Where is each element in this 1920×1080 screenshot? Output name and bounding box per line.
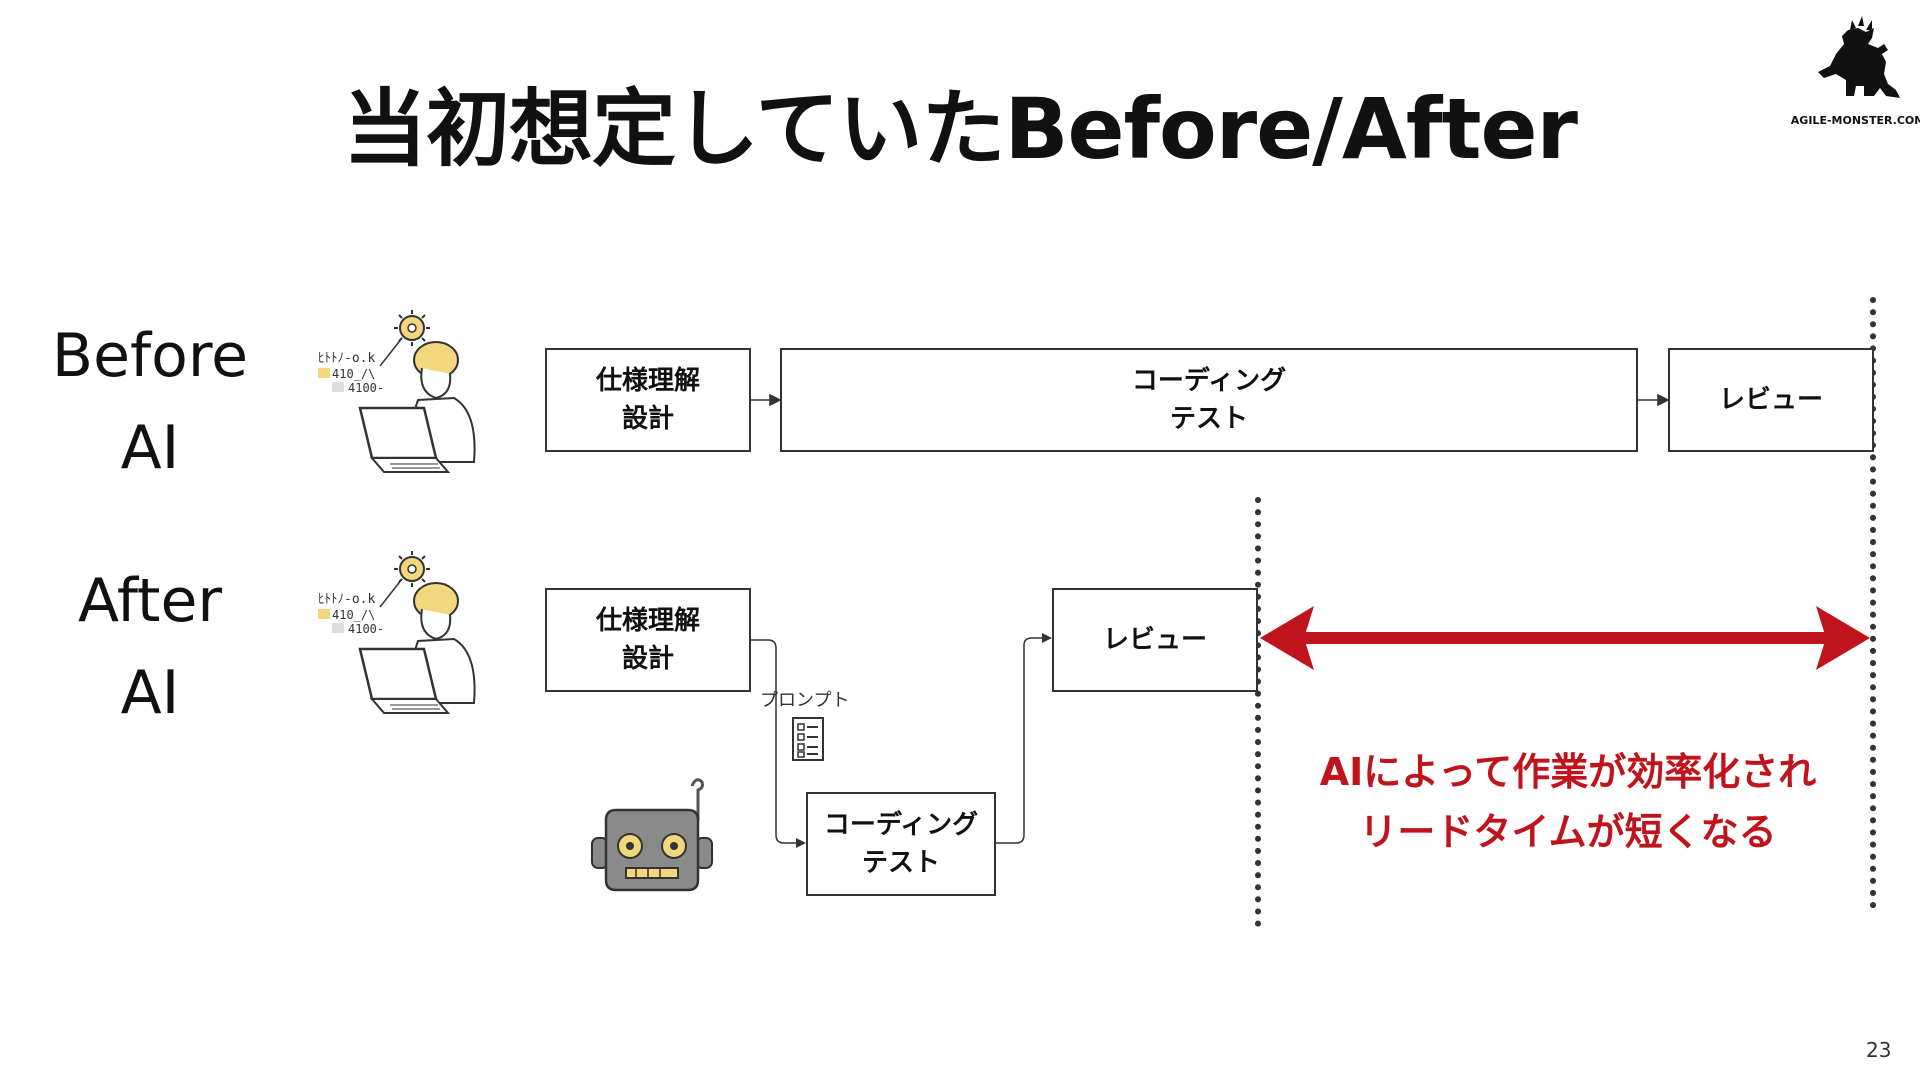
step-label-line2: テスト (1169, 404, 1248, 434)
before-connectors (750, 393, 1670, 407)
svg-text:ﾋﾄﾄﾉ-o.k: ﾋﾄﾄﾉ-o.k (318, 592, 375, 607)
robot-icon (591, 778, 713, 892)
prompt-label: プロンプト (760, 690, 850, 711)
page-number: 23 (1866, 1038, 1892, 1062)
message-line1: AIによって作業が効率化され (1319, 750, 1817, 794)
godzilla-icon (1818, 16, 1900, 98)
step-label-line1: レビュー (1718, 385, 1823, 415)
checklist-icon (792, 717, 824, 761)
before-label-line1: Before (51, 321, 249, 391)
after-label: After AI (0, 555, 300, 739)
after-arrowheads (796, 633, 1052, 848)
svg-text:4100-: 4100- (348, 622, 384, 636)
after-step-review: レビュー (1052, 588, 1258, 692)
before-step-coding-test: コーディング テスト (780, 348, 1638, 452)
step-label-line1: 仕様理解 (595, 606, 700, 636)
step-label-line1: レビュー (1102, 625, 1207, 655)
before-step-spec-design: 仕様理解 設計 (545, 348, 751, 452)
svg-text:ﾋﾄﾄﾉ-o.k: ﾋﾄﾄﾉ-o.k (318, 351, 375, 366)
svg-text:4100-: 4100- (348, 381, 384, 395)
after-connectors (750, 637, 1044, 844)
svg-text:410_/\: 410_/\ (332, 367, 375, 381)
step-label-line1: コーディング (1131, 366, 1287, 396)
after-label-line1: After (77, 566, 223, 636)
message-line2: リードタイムが短くなる (1359, 810, 1777, 854)
step-label-line2: 設計 (621, 404, 674, 434)
before-step-review: レビュー (1668, 348, 1874, 452)
after-step-coding-test: コーディング テスト (806, 792, 996, 896)
slide-title: 当初想定していたBefore/After (343, 80, 1578, 178)
logo-text: AGILE-MONSTER.COM (1790, 114, 1920, 127)
before-label: Before AI (0, 310, 300, 494)
lead-time-message: AIによって作業が効率化され リードタイムが短くなる (1288, 742, 1848, 862)
developer-illustration-after: ﾋﾄﾄﾉ-o.k 410_/\ 4100- (318, 551, 476, 714)
step-label-line2: テスト (861, 848, 940, 878)
step-label-line2: 設計 (621, 644, 674, 674)
before-label-line2: AI (120, 413, 180, 483)
after-label-line2: AI (120, 658, 180, 728)
lead-time-double-arrow (1260, 606, 1870, 670)
logo: AGILE-MONSTER.COM (1788, 14, 1920, 134)
after-step-spec-design: 仕様理解 設計 (545, 588, 751, 692)
svg-text:410_/\: 410_/\ (332, 608, 375, 622)
step-label-line1: コーディング (823, 810, 979, 840)
step-label-line1: 仕様理解 (595, 366, 700, 396)
developer-illustration-before: ﾋﾄﾄﾉ-o.k 410_/\ 4100- (318, 310, 476, 473)
